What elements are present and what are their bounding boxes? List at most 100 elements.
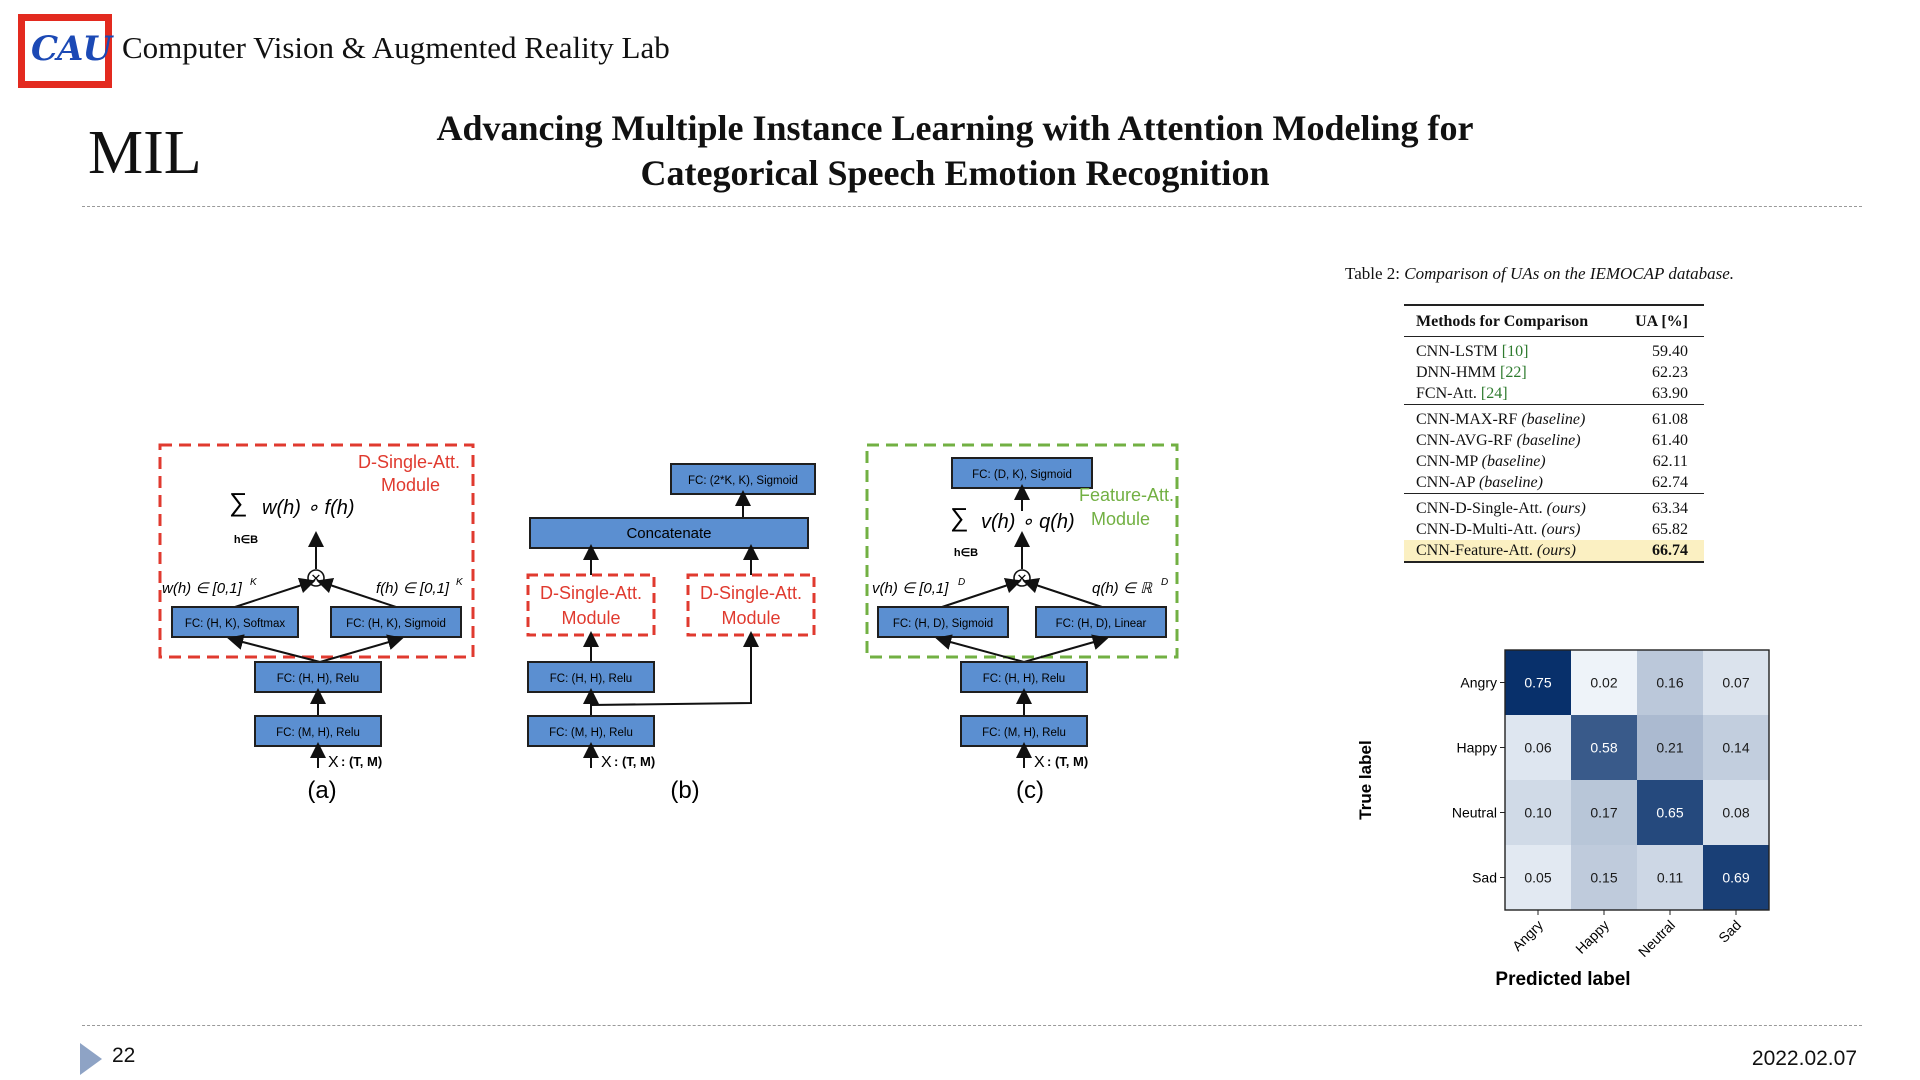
x-tick-label: Angry [1509,917,1546,954]
panel-a-left-sup: K [250,577,258,588]
panel-a-box-bottom-label: FC: (M, H), Relu [276,727,360,739]
method-cell: FCN-Att. [24] [1404,383,1614,405]
confusion-matrix-frame [1504,649,1770,911]
panel-a-sum-expr: w(h) ∘ f(h) [262,497,355,519]
method-cell: CNN-MP (baseline) [1404,451,1614,472]
panel-b-box-top-label: FC: (2*K, K), Sigmoid [688,475,798,487]
panel-b-concat-label: Concatenate [626,525,711,542]
panel-c: FC: (D, K), Sigmoid Feature-Att. Module … [865,443,1179,804]
table-row: CNN-LSTM [10]59.40 [1404,337,1704,363]
y-axis-label: True label [1356,740,1375,819]
logo-text: CAU [31,29,112,69]
sum-symbol-a: ∑ [229,487,248,517]
panel-c-input: X [1034,754,1045,771]
slide-title-line-1: Advancing Multiple Instance Learning wit… [436,108,1474,148]
method-name: CNN-LSTM [1416,343,1502,360]
heatmap-cell [1637,780,1703,845]
table-row: CNN-Feature-Att. (ours)66.74 [1404,540,1704,562]
panel-b-caption: (b) [670,777,699,804]
multiply-icon: ✕ [1017,571,1028,586]
play-triangle-icon [80,1043,102,1075]
table-row: CNN-MP (baseline) 62.11 [1404,451,1704,472]
table-row: CNN-MAX-RF (baseline)61.08 [1404,405,1704,431]
method-tag: (ours) [1541,521,1581,538]
section-label: MIL [88,119,202,187]
panel-c-right-formula: q(h) ∈ ℝ [1092,580,1153,597]
method-tag: (baseline) [1521,411,1586,428]
page-number: 22 [112,1044,136,1067]
citation: [10] [1501,343,1529,360]
table-row: CNN-AVG-RF (baseline)61.40 [1404,430,1704,451]
panel-a-right-sup: K [456,577,464,588]
panel-a-caption: (a) [307,777,336,804]
panel-c-sum-sub: h∈B [954,547,978,559]
panel-c-module-label-1: Feature-Att. [1079,485,1174,505]
slide-title: Advancing Multiple Instance Learning wit… [340,106,1570,196]
table-row: CNN-D-Single-Att. (ours) 63.34 [1404,494,1704,520]
panel-b-module-left-line1: D-Single-Att. [540,583,642,603]
heatmap-cell [1505,715,1571,780]
heatmap-cell [1571,780,1637,845]
panel-a-input-dims: : (T, M) [341,754,382,769]
method-cell: CNN-AP (baseline) [1404,472,1614,494]
panel-c-box-mid-label: FC: (H, H), Relu [983,673,1065,685]
panel-a: D-Single-Att. Module ∑ h∈B w(h) ∘ f(h) ✕… [158,443,475,804]
heatmap-cell [1571,715,1637,780]
table-row: CNN-D-Multi-Att. (ours)65.82 [1404,519,1704,540]
method-name: CNN-D-Single-Att. [1416,500,1547,517]
citation: [24] [1480,385,1508,402]
panel-c-module-label-2: Module [1091,509,1150,529]
ua-value: 61.40 [1652,432,1688,449]
panel-c-module-border [865,443,1179,659]
ua-value: 62.74 [1652,474,1688,491]
panel-a-right-formula: f(h) ∈ [0,1] [376,580,450,597]
heatmap-value-label: 0.17 [1590,805,1617,821]
heatmap-value-label: 0.75 [1524,675,1551,691]
panel-b-module-right-line1: D-Single-Att. [700,583,802,603]
heatmap-value-label: 0.10 [1524,805,1551,821]
heatmap-value-label: 0.16 [1656,675,1683,691]
method-tag: (ours) [1546,500,1586,517]
panel-a-box-right-label: FC: (H, K), Sigmoid [346,618,446,630]
heatmap-value-label: 0.07 [1722,675,1749,691]
table-header-row: Methods for Comparison UA [%] [1404,305,1704,337]
lab-name: Computer Vision & Augmented Reality Lab [122,30,670,65]
header-divider [82,206,1862,207]
table-header-method: Methods for Comparison [1416,312,1589,330]
panel-b-box-bottom-label: FC: (M, H), Relu [549,727,633,739]
method-name: CNN-AP [1416,474,1479,491]
panel-c-box-top [951,457,1093,489]
y-tick-label: Neutral [1452,805,1497,821]
ua-value: 62.23 [1652,364,1688,381]
heatmap-cell [1703,715,1769,780]
method-name: CNN-MP [1416,453,1482,470]
panel-c-box-mid [960,661,1088,693]
table-row: CNN-AP (baseline) 62.74 [1404,472,1704,494]
results-table: Methods for Comparison UA [%] CNN-LSTM [… [1404,304,1704,563]
footer-divider [82,1025,1862,1026]
ua-value: 63.34 [1652,500,1688,517]
panel-b-concatenate-box [529,517,809,549]
y-tick-label: Angry [1460,675,1497,691]
heatmap-cell [1505,845,1571,910]
method-cell: CNN-LSTM [10] [1404,337,1614,363]
ua-value: 61.08 [1652,411,1688,428]
ua-value: 62.11 [1652,453,1688,470]
panel-c-box-sigmoid [877,606,1009,638]
sum-symbol-c: ∑ [950,502,969,532]
method-tag: (baseline) [1478,474,1543,491]
panel-a-box-bottom [254,715,382,747]
panel-c-box-top-label: FC: (D, K), Sigmoid [972,469,1072,481]
heatmap-value-label: 0.11 [1657,870,1683,886]
panel-b-box-bottom [527,715,655,747]
method-name: CNN-AVG-RF [1416,432,1517,449]
heatmap-cell [1505,650,1571,715]
table-caption-prefix: Table 2: [1345,264,1405,283]
multiply-icon: ✕ [311,571,322,586]
method-cell: CNN-Feature-Att. (ours) [1404,540,1615,562]
panel-a-box-sigmoid [330,606,462,638]
